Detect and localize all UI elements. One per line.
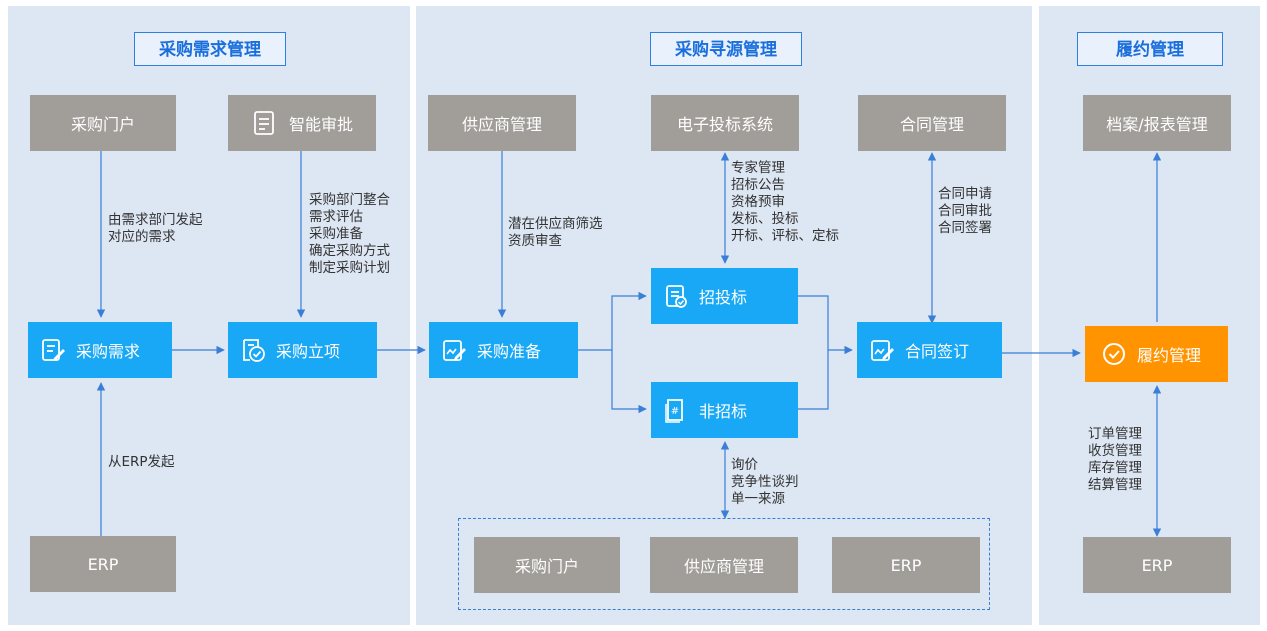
- portal-top-label: 采购门户: [70, 115, 135, 134]
- supplier-bottom-label: 供应商管理: [683, 557, 764, 576]
- label-from-dept: 由需求部门发起 对应的需求: [108, 212, 203, 246]
- label-fulfill-steps: 订单管理 收货管理 库存管理 结算管理: [1088, 426, 1142, 494]
- prep-label: 采购准备: [477, 342, 542, 361]
- non-bid-document-icon: #: [663, 397, 689, 423]
- sign-document-icon: [869, 337, 895, 363]
- ebid-system-label: 电子投标系统: [676, 115, 773, 134]
- label-line: 发标、投标: [731, 211, 799, 227]
- demand-label: 采购需求: [76, 342, 141, 361]
- contract-mgmt-box: 合同管理: [858, 95, 1006, 151]
- label-line: 从ERP发起: [108, 454, 175, 470]
- supplier-mgmt-box: 供应商管理: [428, 95, 576, 151]
- label-line: 询价: [731, 457, 758, 473]
- archive-label: 档案/报表管理: [1106, 115, 1208, 134]
- demand-box: 采购需求: [28, 322, 172, 378]
- label-line: 合同审批: [938, 203, 992, 219]
- label-line: 确定采购方式: [309, 243, 390, 259]
- label-contract-steps: 合同申请 合同审批 合同签署: [938, 186, 992, 237]
- label-nonbid-steps: 询价 竞争性谈判 单一来源: [731, 457, 799, 508]
- line-bid-to-sign: [798, 295, 829, 350]
- bid-document-icon: [663, 283, 689, 309]
- sign-label: 合同签订: [905, 342, 970, 361]
- ebid-system-box: 电子投标系统: [651, 95, 799, 151]
- label-line: 资格预审: [731, 194, 785, 210]
- label-line: 开标、评标、定标: [731, 228, 839, 244]
- label-line: 库存管理: [1088, 460, 1142, 476]
- portal-bottom-box: 采购门户: [474, 537, 620, 593]
- bottom-systems-group: [458, 518, 990, 610]
- supplier-mgmt-label: 供应商管理: [461, 115, 542, 134]
- label-line: 收货管理: [1088, 443, 1142, 459]
- label-line: 制定采购计划: [309, 260, 390, 276]
- project-box: 采购立项: [228, 322, 377, 378]
- section-title-sourcing: 采购寻源管理: [650, 32, 802, 66]
- label-line: 对应的需求: [108, 229, 176, 245]
- label-line: 采购准备: [309, 226, 363, 242]
- erp-left-label: ERP: [87, 554, 119, 574]
- label-supplier-screen: 潜在供应商筛选 资质审查: [508, 216, 603, 250]
- erp-middle-label: ERP: [890, 555, 922, 575]
- sign-box: 合同签订: [857, 322, 1002, 378]
- label-bid-steps: 专家管理 招标公告 资格预审 发标、投标 开标、评标、定标: [731, 160, 839, 245]
- label-line: 单一来源: [731, 491, 785, 507]
- fulfill-box: 履约管理: [1085, 326, 1228, 382]
- erp-right-box: ERP: [1083, 537, 1231, 593]
- label-line: 资质审查: [508, 233, 562, 249]
- label-line: 合同签署: [938, 220, 992, 236]
- prep-document-icon: [441, 337, 467, 363]
- label-line: 专家管理: [731, 160, 785, 176]
- section-title-demand: 采购需求管理: [134, 32, 286, 66]
- label-line: 订单管理: [1088, 426, 1142, 442]
- bid-label: 招投标: [699, 288, 748, 307]
- erp-middle-box: ERP: [832, 537, 980, 593]
- portal-top-box: 采购门户: [30, 95, 176, 151]
- archive-box: 档案/报表管理: [1083, 95, 1231, 151]
- label-line: 合同申请: [938, 186, 992, 202]
- label-from-erp: 从ERP发起: [108, 454, 175, 471]
- check-document-icon: [240, 337, 266, 363]
- label-line: 采购部门整合: [309, 192, 390, 208]
- svg-text:#: #: [671, 406, 679, 417]
- edit-document-icon: [40, 337, 66, 363]
- label-line: 竞争性谈判: [731, 474, 799, 490]
- approval-box: 智能审批: [228, 95, 376, 151]
- label-approval-steps: 采购部门整合 需求评估 采购准备 确定采购方式 制定采购计划: [309, 192, 390, 277]
- line-prep-split: [578, 291, 647, 351]
- contract-mgmt-label: 合同管理: [899, 115, 964, 134]
- line-nonbid-to-sign: [798, 350, 829, 410]
- nonbid-box: # 非招标: [651, 382, 798, 438]
- project-label: 采购立项: [276, 342, 341, 361]
- label-line: 潜在供应商筛选: [508, 216, 603, 232]
- nonbid-label: 非招标: [699, 402, 748, 421]
- prep-box: 采购准备: [429, 322, 578, 378]
- label-line: 需求评估: [309, 209, 363, 225]
- bid-box: 招投标: [651, 268, 798, 324]
- label-line: 招标公告: [731, 177, 785, 193]
- checklist-icon: [251, 110, 277, 136]
- supplier-bottom-box: 供应商管理: [650, 537, 798, 593]
- erp-left-box: ERP: [30, 536, 176, 592]
- fulfill-label: 履约管理: [1137, 346, 1202, 365]
- approval-label: 智能审批: [288, 115, 353, 134]
- section-title-fulfillment: 履约管理: [1077, 32, 1223, 66]
- erp-right-label: ERP: [1141, 555, 1173, 575]
- portal-bottom-label: 采购门户: [514, 557, 579, 576]
- check-circle-icon: [1101, 341, 1127, 367]
- label-line: 结算管理: [1088, 477, 1142, 493]
- label-line: 由需求部门发起: [108, 212, 203, 228]
- line-prep-split-lower: [611, 350, 647, 414]
